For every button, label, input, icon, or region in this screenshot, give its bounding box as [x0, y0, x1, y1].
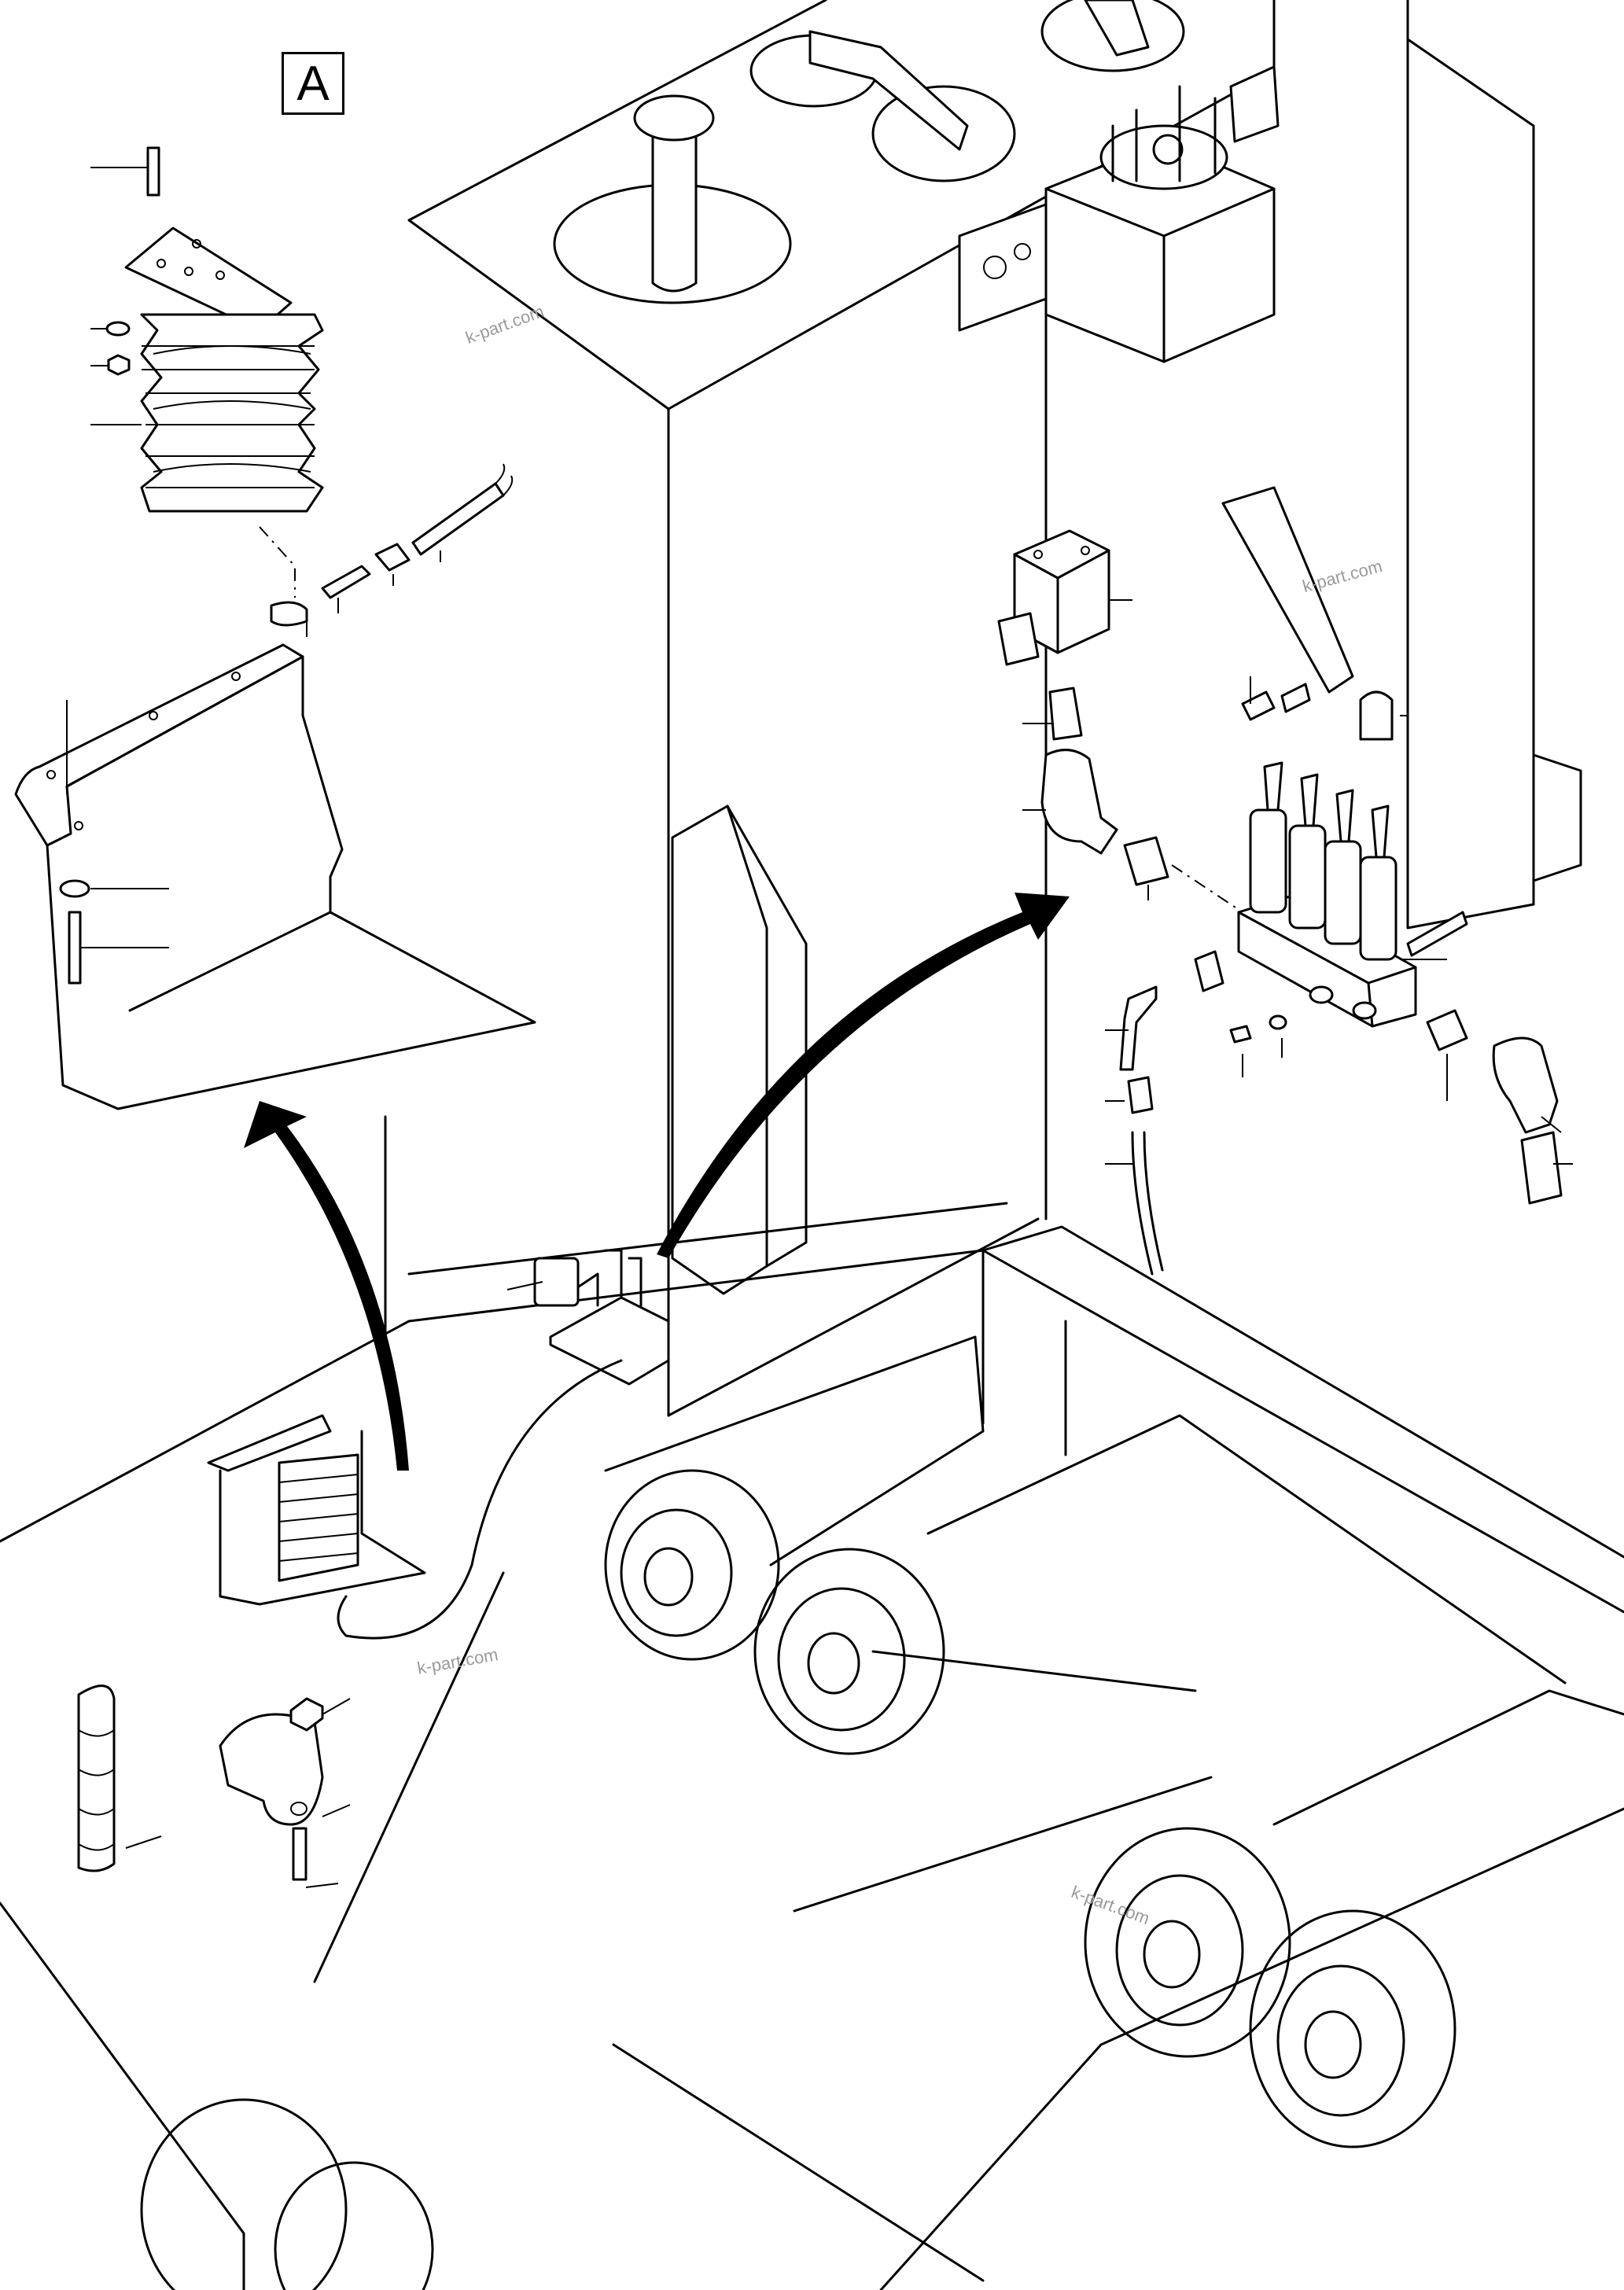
pin-eye-2 — [753, 1548, 945, 1755]
mounting-bracket — [14, 643, 536, 1110]
hose-clamp — [219, 1697, 351, 1888]
pin-eye-5 — [140, 2098, 434, 2290]
installed-distributor-block — [337, 1249, 670, 1640]
lubricant-distributor-block — [1105, 676, 1573, 1276]
spiral-hose-guard — [77, 1684, 162, 1872]
solenoid-and-fittings — [997, 529, 1243, 913]
spring-stack-assembly — [90, 146, 514, 637]
pin-eye-1 — [604, 1469, 780, 1661]
installed-bracket — [207, 1414, 426, 1606]
pin-eye-3 — [1084, 1827, 1291, 2058]
curved-arrow-icon — [244, 1101, 409, 1471]
pin-eye-4 — [1249, 1909, 1456, 2148]
view-label-a: A — [282, 52, 344, 115]
